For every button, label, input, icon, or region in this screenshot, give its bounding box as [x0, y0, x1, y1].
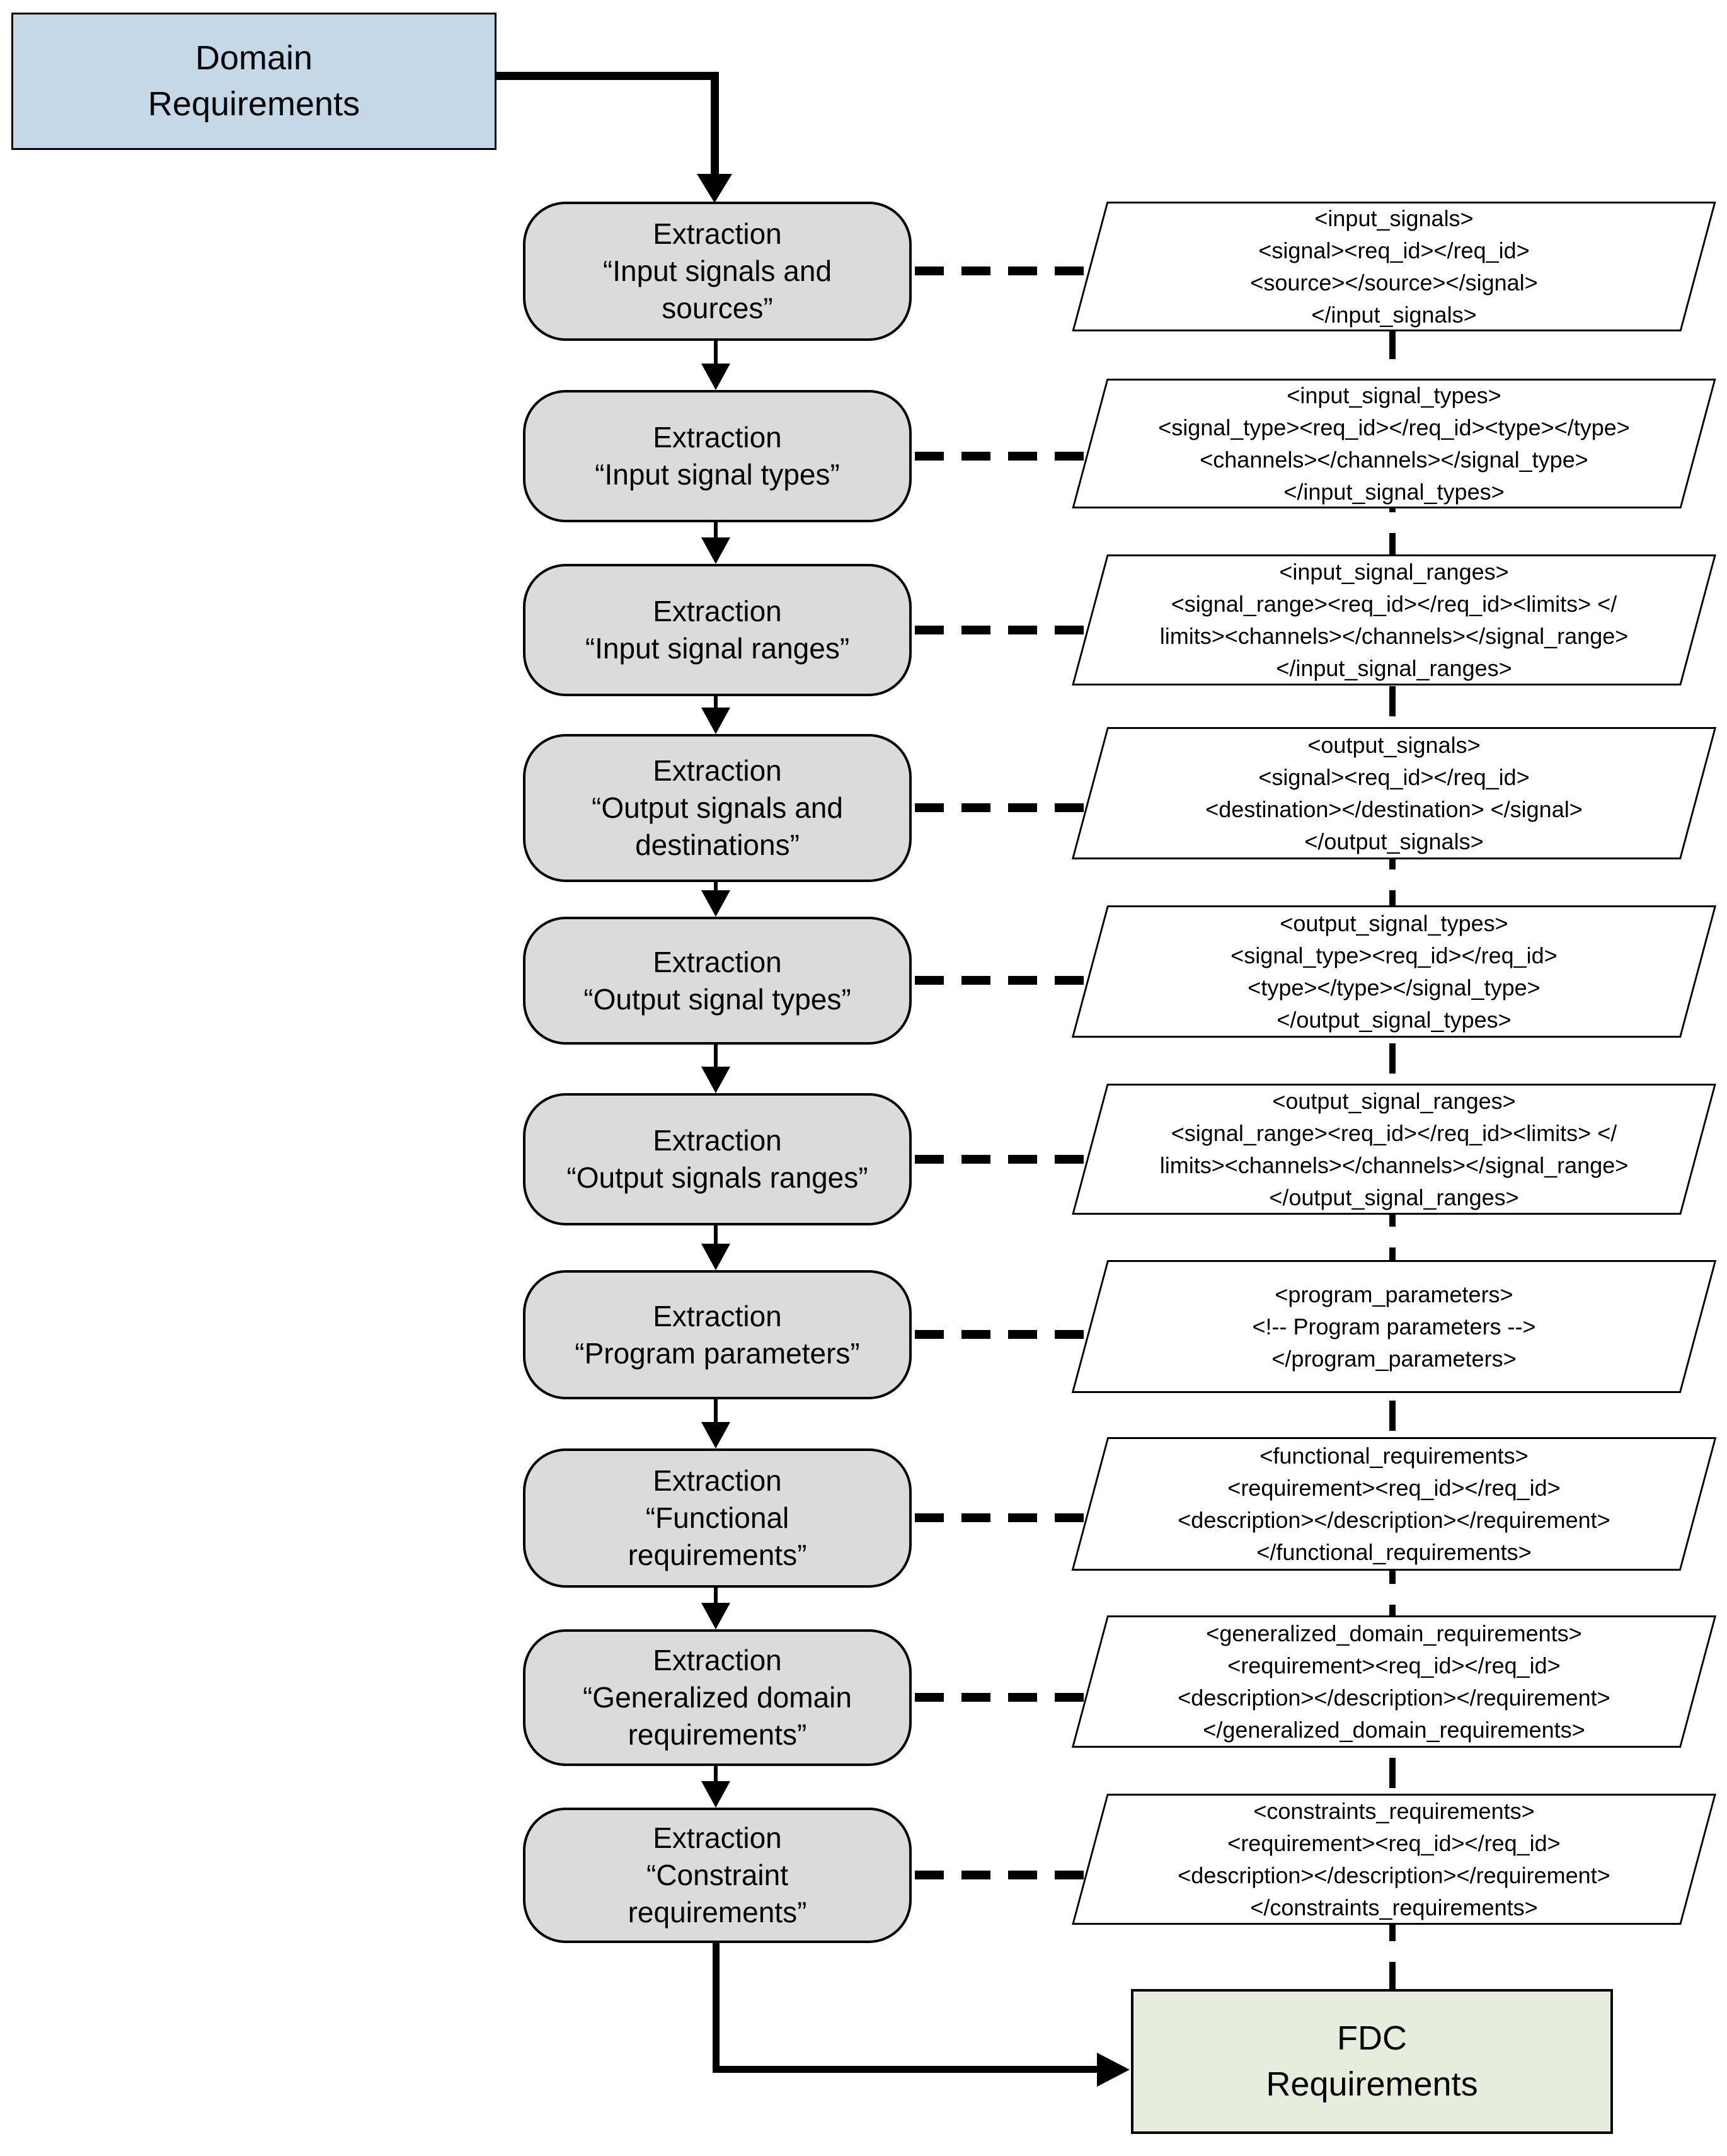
arrow-line: [714, 522, 718, 537]
dashed-connector-8: [915, 1513, 1098, 1522]
dashed-connector-4: [915, 803, 1098, 812]
xml-parallelogram-generalized-domain-requirements: <generalized_domain_requirements> <requi…: [1071, 1615, 1717, 1748]
xml-text: <output_signal_ranges> <signal_range><re…: [1159, 1087, 1629, 1211]
xml-parallelogram-output-signals: <output_signals> <signal><req_id></req_i…: [1071, 727, 1717, 859]
extraction-subtitle: “Output signals and destinations”: [592, 791, 843, 861]
dashed-connector-9: [915, 1693, 1098, 1702]
arrowhead-down-icon: [701, 537, 730, 564]
xml-text: <input_signals> <signal><req_id></req_id…: [1250, 205, 1538, 328]
node-extraction-input-signal-ranges: Extraction “Input signal ranges”: [523, 564, 912, 696]
dashed-connector-1: [915, 267, 1098, 275]
extraction-subtitle: “Input signal types”: [595, 458, 840, 491]
xml-parallelogram-input-signals: <input_signals> <signal><req_id></req_id…: [1072, 202, 1716, 331]
node-extraction-output-signal-types: Extraction “Output signal types”: [523, 917, 912, 1045]
extraction-title: Extraction: [653, 1644, 782, 1677]
fdc-requirements-label: FDC Requirements: [1266, 2019, 1478, 2103]
arrow-line: [714, 882, 718, 890]
connector-final-vertical: [713, 1943, 720, 2073]
flow-arrow-6: [701, 1225, 730, 1270]
xml-text: <output_signal_types> <signal_type><req_…: [1231, 910, 1558, 1033]
xml-parallelogram-input-signal-types: <input_signal_types> <signal_type><req_i…: [1072, 379, 1716, 508]
arrowhead-down-icon: [701, 890, 730, 917]
dashed-connector-3: [915, 626, 1098, 634]
arrow-line: [714, 1045, 718, 1067]
node-extraction-output-signals-destinations: Extraction “Output signals and destinati…: [523, 734, 912, 882]
xml-text: <constraints_requirements> <requirement>…: [1178, 1798, 1610, 1921]
node-extraction-functional-requirements: Extraction “Functional requirements”: [523, 1448, 912, 1588]
xml-parallelogram-input-signal-ranges: <input_signal_ranges> <signal_range><req…: [1072, 554, 1716, 685]
node-domain-requirements: Domain Requirements: [11, 13, 496, 150]
xml-text: <output_signals> <signal><req_id></req_i…: [1205, 731, 1583, 855]
extraction-title: Extraction: [653, 1821, 782, 1855]
flow-arrow-8: [701, 1588, 730, 1629]
extraction-subtitle: “Program parameters”: [575, 1336, 860, 1370]
xml-parallelogram-functional-requirements: <functional_requirements> <requirement><…: [1071, 1437, 1717, 1571]
node-extraction-output-signals-ranges: Extraction “Output signals ranges”: [523, 1093, 912, 1225]
extraction-title: Extraction: [653, 754, 782, 788]
arrow-line: [714, 341, 718, 364]
arrowhead-right-icon: [1097, 2053, 1130, 2087]
connector-domain-horizontal: [496, 72, 718, 80]
extraction-title: Extraction: [653, 217, 782, 251]
xml-parallelogram-output-signal-ranges: <output_signal_ranges> <signal_range><re…: [1072, 1084, 1716, 1215]
flow-arrow-5: [701, 1045, 730, 1093]
node-fdc-requirements: FDC Requirements: [1131, 1989, 1613, 2134]
flow-arrow-2: [701, 522, 730, 564]
extraction-subtitle: “Generalized domain requirements”: [582, 1681, 852, 1751]
xml-parallelogram-program-parameters: <program_parameters> <!-- Program parame…: [1071, 1260, 1717, 1393]
extraction-title: Extraction: [653, 1299, 782, 1333]
dashed-connector-2: [915, 452, 1098, 461]
extraction-subtitle: “Functional requirements”: [628, 1501, 807, 1571]
extraction-title: Extraction: [653, 1124, 782, 1157]
node-extraction-input-signal-types: Extraction “Input signal types”: [523, 390, 912, 522]
arrow-line: [714, 1588, 718, 1603]
arrowhead-down-icon: [701, 364, 730, 390]
arrowhead-down-icon: [697, 174, 732, 203]
extraction-subtitle: “Input signals and sources”: [602, 255, 832, 324]
node-extraction-program-parameters: Extraction “Program parameters”: [523, 1270, 912, 1399]
arrowhead-down-icon: [701, 1781, 730, 1808]
extraction-title: Extraction: [653, 595, 782, 628]
flow-arrow-4: [701, 882, 730, 917]
arrowhead-down-icon: [701, 708, 730, 734]
xml-text: <functional_requirements> <requirement><…: [1178, 1442, 1610, 1566]
connector-domain-vertical: [711, 72, 719, 175]
arrow-line: [714, 696, 718, 708]
arrowhead-down-icon: [701, 1244, 730, 1270]
arrowhead-down-icon: [701, 1067, 730, 1093]
dashed-connector-5: [915, 976, 1098, 985]
domain-requirements-label: Domain Requirements: [147, 39, 360, 123]
connector-final-horizontal: [713, 2066, 1098, 2073]
dashed-connector-10: [915, 1871, 1098, 1879]
extraction-title: Extraction: [653, 1464, 782, 1498]
arrow-line: [714, 1225, 718, 1244]
arrowhead-down-icon: [701, 1603, 730, 1629]
xml-text: <program_parameters> <!-- Program parame…: [1252, 1281, 1536, 1372]
flow-arrow-1: [701, 341, 730, 390]
xml-text: <input_signal_types> <signal_type><req_i…: [1158, 382, 1630, 505]
xml-text: <input_signal_ranges> <signal_range><req…: [1159, 558, 1629, 682]
flow-arrow-7: [701, 1399, 730, 1448]
xml-text: <generalized_domain_requirements> <requi…: [1178, 1620, 1610, 1743]
flow-arrow-3: [701, 696, 730, 734]
extraction-title: Extraction: [653, 945, 782, 978]
arrowhead-down-icon: [701, 1422, 730, 1448]
extraction-subtitle: “Input signal ranges”: [585, 632, 850, 665]
extraction-subtitle: “Output signals ranges”: [566, 1161, 868, 1194]
extraction-title: Extraction: [653, 421, 782, 454]
node-extraction-input-signals-sources: Extraction “Input signals and sources”: [523, 202, 912, 341]
extraction-subtitle: “Output signal types”: [583, 982, 851, 1016]
xml-parallelogram-output-signal-types: <output_signal_types> <signal_type><req_…: [1071, 905, 1717, 1038]
flow-arrow-9: [701, 1766, 730, 1808]
node-extraction-constraint-requirements: Extraction “Constraint requirements”: [523, 1808, 912, 1943]
arrow-line: [714, 1399, 718, 1422]
xml-parallelogram-constraints-requirements: <constraints_requirements> <requirement>…: [1072, 1794, 1716, 1925]
extraction-subtitle: “Constraint requirements”: [628, 1859, 807, 1929]
arrow-line: [714, 1766, 718, 1781]
node-extraction-generalized-domain-requirements: Extraction “Generalized domain requireme…: [523, 1629, 912, 1766]
dashed-connector-6: [915, 1155, 1098, 1164]
dashed-connector-7: [915, 1330, 1098, 1339]
